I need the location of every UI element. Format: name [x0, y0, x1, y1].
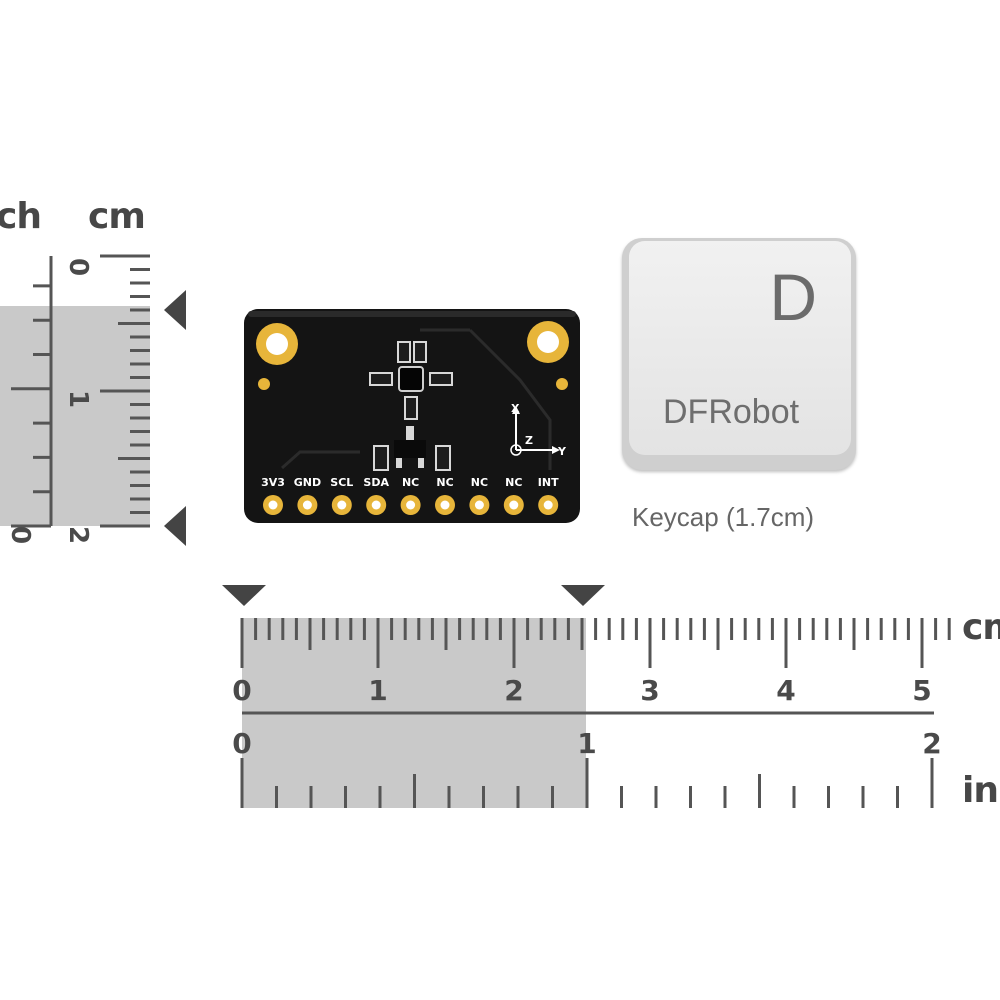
pin-hole	[371, 500, 381, 510]
pin-label: SDA	[363, 476, 389, 489]
vertical-marker-top	[164, 290, 186, 330]
pin-hole	[543, 500, 553, 510]
vertical-marker-bottom	[164, 506, 186, 546]
pin-label: 3V3	[261, 476, 285, 489]
horizontal-cm-label: 1	[368, 674, 387, 707]
pin-hole	[406, 500, 416, 510]
pin-hole	[440, 500, 450, 510]
vertical-cm-label-0: 2	[63, 526, 93, 544]
pin-label: NC	[436, 476, 453, 489]
pin-label: GND	[294, 476, 321, 489]
horizontal-marker-right	[561, 585, 605, 606]
component-c3	[369, 372, 393, 386]
keycap-caption: Keycap (1.7cm)	[632, 502, 815, 532]
axis-diagram: X Z Y	[510, 402, 567, 458]
horizontal-cm-label: 5	[912, 674, 931, 707]
pin-label: NC	[402, 476, 419, 489]
fiducial-right	[556, 378, 568, 390]
component-r1	[373, 445, 389, 471]
component-c1	[397, 341, 411, 363]
keycap-brand: DFRobot	[663, 393, 800, 431]
vertical-cm-unit: cm	[88, 196, 146, 237]
pin-hole	[268, 500, 278, 510]
pin-hole	[509, 500, 519, 510]
horizontal-cm-label: 2	[504, 674, 523, 707]
pin-hole	[337, 500, 347, 510]
horizontal-ruler-ticks	[240, 618, 951, 808]
pin-label: NC	[505, 476, 522, 489]
transistor	[394, 440, 426, 458]
horizontal-inch-unit: in	[962, 770, 999, 811]
vertical-cm-label-2: 0	[63, 258, 93, 276]
horizontal-inch-label: 2	[922, 727, 941, 760]
axis-y-label: Y	[557, 445, 567, 458]
axis-z-label: Z	[525, 434, 533, 447]
pin-hole	[302, 500, 312, 510]
pin-label: INT	[538, 476, 559, 489]
horizontal-ruler: 0 1 2 3 4 5 0 1 2	[222, 585, 951, 808]
horizontal-cm-label: 0	[232, 674, 251, 707]
keycap: D DFRobot	[622, 238, 856, 470]
vertical-ruler-highlight	[0, 306, 150, 526]
component-c4	[429, 372, 453, 386]
pin-label: SCL	[330, 476, 353, 489]
horizontal-marker-left	[222, 585, 266, 606]
horizontal-cm-label: 4	[776, 674, 795, 707]
axis-x-label: X	[511, 402, 520, 415]
keycap-letter: D	[769, 260, 817, 334]
vertical-ruler: 0 1 2 0	[0, 254, 186, 546]
component-r2	[435, 445, 451, 471]
pin-label: NC	[471, 476, 488, 489]
horizontal-inch-label: 0	[232, 727, 251, 760]
keycap-top: D DFRobot	[629, 241, 851, 455]
sensor-board: X Z Y 3V3 GND SCL SDA NC NC NC NC INT	[244, 309, 580, 523]
vertical-inch-unit: ch	[0, 196, 42, 237]
component-c2	[413, 341, 427, 363]
pin-hole	[474, 500, 484, 510]
horizontal-cm-unit: cm	[962, 607, 1000, 648]
sensor-chip	[398, 366, 424, 392]
vertical-cm-label-1: 1	[63, 390, 93, 408]
horizontal-cm-label: 3	[640, 674, 659, 707]
horizontal-ruler-labels: 0 1 2 3 4 5 0 1 2	[232, 674, 941, 760]
vertical-ruler-ticks	[11, 254, 150, 528]
horizontal-inch-label: 1	[577, 727, 596, 760]
pcb-traces	[281, 328, 552, 470]
fiducial-left	[258, 378, 270, 390]
vertical-inch-label-0: 0	[5, 526, 35, 544]
pin-header: 3V3 GND SCL SDA NC NC NC NC INT	[261, 476, 559, 515]
component-c5	[404, 396, 418, 420]
